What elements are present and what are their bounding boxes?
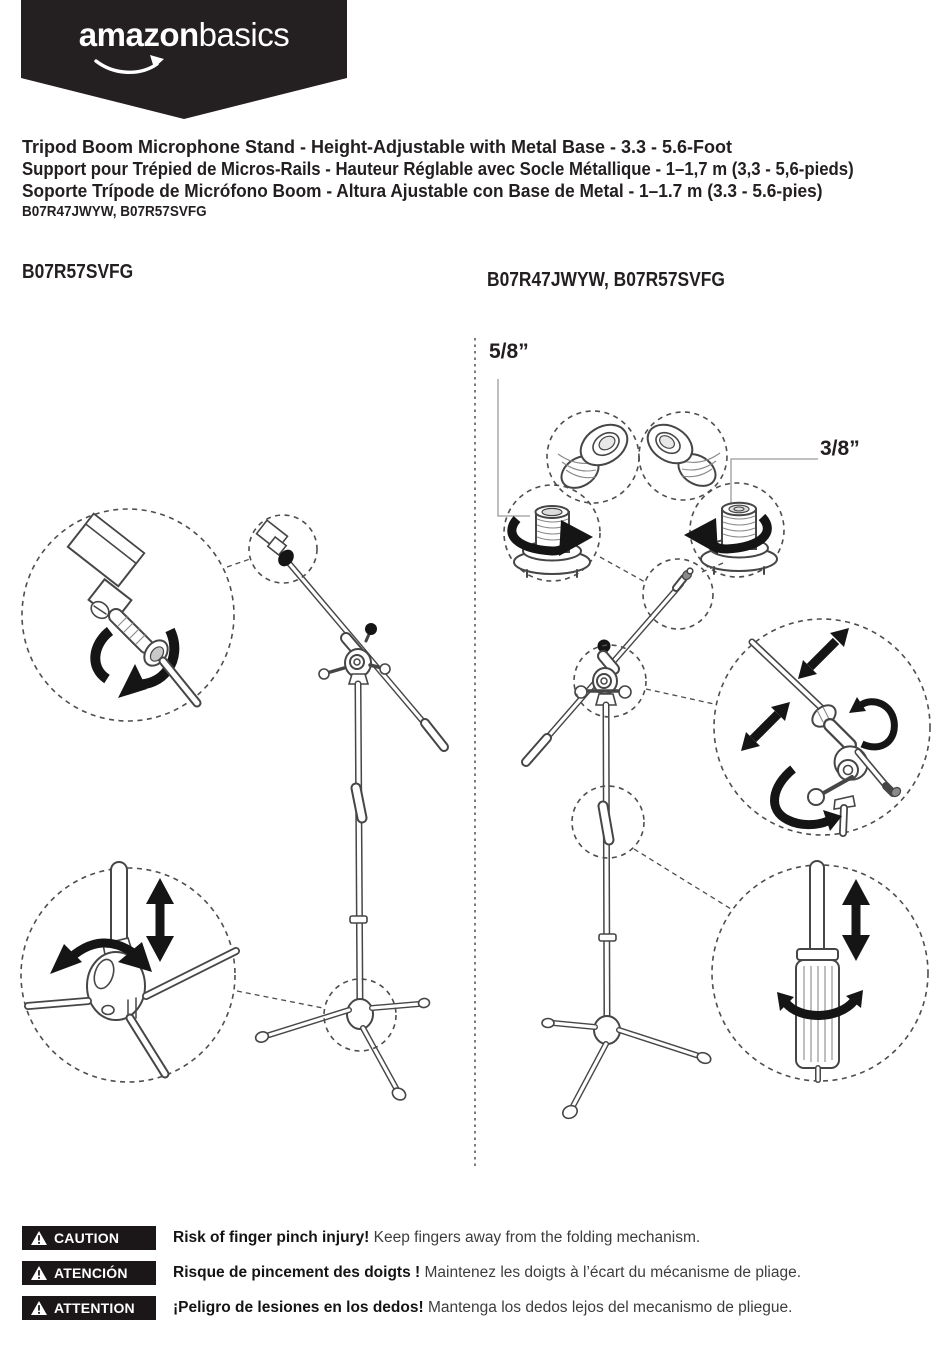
caution-label: ATENCIÓN [54, 1265, 128, 1281]
caution-row-fr: ATENCIÓN Risque de pincement des doigts … [22, 1261, 801, 1285]
left-stand-illustration [20, 508, 449, 1101]
brand-logo-amazon: amazon [78, 16, 199, 53]
boom-extend-arrow-icon [798, 628, 849, 679]
product-title-fr: Support pour Trépied de Micros-Rails - H… [22, 159, 854, 179]
warning-triangle-icon [31, 1230, 47, 1245]
twist-arc-arrow-icon [777, 990, 863, 1020]
adapter-5-8-circle [546, 410, 640, 504]
left-section-label: B07R57SVFG [22, 261, 134, 283]
height-grip-zoom-circle [711, 860, 929, 1083]
right-section-label: B07R47JWYW, B07R57SVFG [487, 269, 725, 291]
up-down-arrow-icon [146, 878, 174, 962]
caution-text-rest: Maintenez les doigts à l’écart du mécani… [420, 1264, 802, 1281]
model-numbers: B07R47JWYW, B07R57SVFG [22, 203, 207, 220]
caution-row-en: CAUTION Risk of finger pinch injury! Kee… [22, 1226, 700, 1250]
amazon-smile-icon [94, 59, 159, 74]
boom-tip-detail-circle [642, 558, 714, 630]
caution-text-bold: Risque de pincement des doigts ! [173, 1264, 421, 1281]
adapter-install-5-8-circle [503, 484, 601, 582]
base-fold-detail-circle [20, 861, 240, 1083]
label-3-8-leader [730, 458, 818, 503]
pole-joint-detail-circle [571, 785, 645, 859]
caution-text-rest: Keep fingers away from the folding mecha… [369, 1229, 701, 1246]
base-hub-detail-circle [323, 978, 397, 1052]
swivel-arc-arrow-icon [50, 938, 152, 974]
rotate-circle-arrow-icon [849, 697, 898, 751]
caution-text-bold: ¡Peligro de lesiones en los dedos! [173, 1299, 424, 1316]
right-stand-illustration [497, 379, 931, 1120]
boom-clamp-zoom-circle [713, 618, 931, 837]
caution-text: ¡Peligro de lesiones en los dedos! Mante… [173, 1299, 792, 1317]
brand-logo: amazonbasics [21, 16, 347, 54]
caution-text: Risk of finger pinch injury! Keep finger… [173, 1229, 700, 1247]
mic-clip-detail-circle [21, 508, 235, 722]
adapter-3-8-circle [638, 411, 728, 501]
product-title-es: Soporte Trípode de Micrófono Boom - Altu… [22, 181, 823, 201]
boom-extend-arrow-icon [741, 702, 790, 751]
up-down-arrow-icon [842, 879, 870, 961]
caution-badge: ATENCIÓN [22, 1261, 156, 1285]
label-5-8-leader [497, 379, 530, 517]
product-title-en: Tripod Boom Microphone Stand - Height-Ad… [22, 137, 733, 157]
caution-text-bold: Risk of finger pinch injury! [173, 1229, 370, 1246]
boom-lock-knob-icon [365, 623, 377, 635]
warning-triangle-icon [31, 1265, 47, 1280]
caution-text: Risque de pincement des doigts ! Mainten… [173, 1264, 801, 1282]
caution-badge: CAUTION [22, 1226, 156, 1250]
warning-triangle-icon [31, 1300, 47, 1315]
label-3-8: 3/8” [820, 437, 860, 460]
boom-clamp-detail-circle [573, 644, 647, 718]
caution-label: ATTENTION [54, 1300, 135, 1316]
mic-clip-small-circle [248, 514, 318, 584]
amazon-smile-arrowhead-icon [150, 55, 164, 68]
label-5-8: 5/8” [489, 340, 529, 363]
caution-row-es: ATTENTION ¡Peligro de lesiones en los de… [22, 1296, 792, 1320]
brand-logo-basics: basics [198, 16, 290, 53]
tilt-arc-arrow-icon [770, 765, 842, 831]
caution-badge: ATTENTION [22, 1296, 156, 1320]
adapter-install-3-8-circle [684, 482, 785, 578]
caution-text-rest: Mantenga los dedos lejos del mecanismo d… [423, 1299, 793, 1316]
caution-label: CAUTION [54, 1230, 120, 1246]
brand-banner [21, 0, 347, 119]
